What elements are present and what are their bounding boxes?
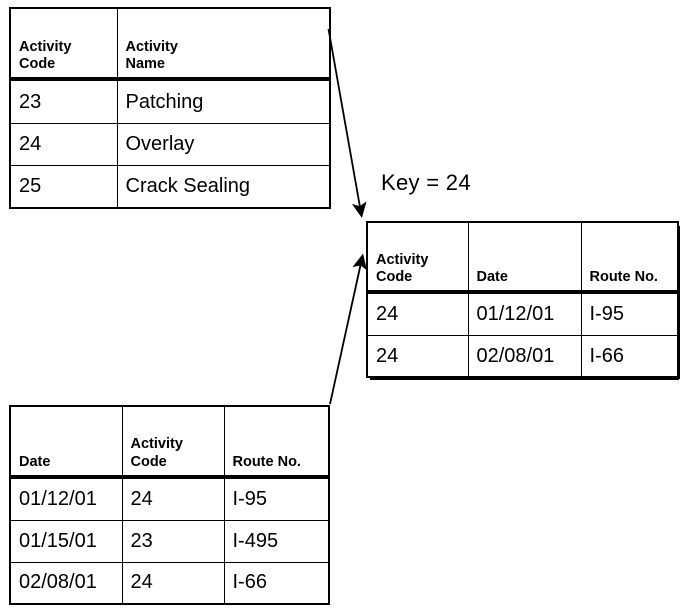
cell-activity-name: Overlay [116,123,329,167]
maintenance-header-route-no: Route No. [223,407,328,479]
cell-date: 01/15/01 [11,520,123,563]
header-line-1: Route No. [589,268,658,285]
maintenance-header-date: Date [11,407,123,479]
activity-table-header-row: Activity Code Activity Name [11,9,329,82]
header-line-1: Activity [19,39,72,56]
table-row: 24 02/08/01 I-66 [368,335,677,376]
header-line-2: Code [19,56,56,73]
cell-activity-code: 24 [121,476,225,522]
table-row: 24 Overlay [11,123,329,167]
cell-route-no: I-66 [580,335,677,376]
cell-activity-code: 25 [11,165,118,207]
key-result-header-activity-code: Activity Code [368,223,469,294]
header-line-2: Code [376,268,413,285]
table-row: 01/12/01 24 I-95 [11,476,328,522]
maintenance-table-header-row: Date Activity Code Route No. [11,407,328,479]
table-row: 23 Patching [11,78,329,125]
cell-activity-name: Crack Sealing [116,165,329,207]
cell-route-no: I-495 [223,520,328,563]
maintenance-header-activity-code: Activity Code [121,407,225,479]
cell-date: 02/08/01 [467,335,582,376]
activity-table-header-activity-code: Activity Code [11,9,118,82]
key-result-table: Activity Code Date Route No. 24 01/12/01… [366,221,680,380]
key-label: Key = 24 [381,170,471,195]
header-line-1: Route No. [232,453,301,470]
header-line-1: Date [476,268,508,285]
cell-activity-name: Patching [116,78,329,125]
table-row: 25 Crack Sealing [11,165,329,207]
cell-date: 01/12/01 [467,291,582,337]
header-line-1: Activity [130,436,183,453]
cell-activity-code: 24 [11,123,118,167]
header-line-1: Activity [376,251,429,268]
header-line-2: Name [125,56,166,73]
cell-activity-code: 24 [121,561,225,603]
cell-route-no: I-95 [580,291,677,337]
cell-date: 02/08/01 [11,561,123,603]
activity-table-header-activity-name: Activity Name [116,9,329,82]
key-result-header-date: Date [467,223,582,294]
arrow-activity-to-result [327,28,367,218]
table-row: 02/08/01 24 I-66 [11,561,328,603]
table-row: 24 01/12/01 I-95 [368,291,677,337]
table-row: 01/15/01 23 I-495 [11,520,328,563]
cell-route-no: I-95 [223,476,328,522]
arrow-maintenance-to-result [329,253,367,405]
cell-route-no: I-66 [223,561,328,603]
cell-activity-code: 24 [368,291,469,337]
cell-activity-code: 23 [121,520,225,563]
cell-date: 01/12/01 [11,476,123,522]
header-line-1: Activity [125,39,178,56]
cell-activity-code: 23 [11,78,118,125]
header-line-2: Code [130,453,167,470]
maintenance-table: Date Activity Code Route No. 01/12/01 24… [9,405,330,605]
header-line-1: Date [19,453,51,470]
key-result-header-route-no: Route No. [580,223,677,294]
activity-table: Activity Code Activity Name 23 Patching … [9,7,331,209]
cell-activity-code: 24 [368,335,469,376]
key-result-table-header-row: Activity Code Date Route No. [368,223,677,294]
